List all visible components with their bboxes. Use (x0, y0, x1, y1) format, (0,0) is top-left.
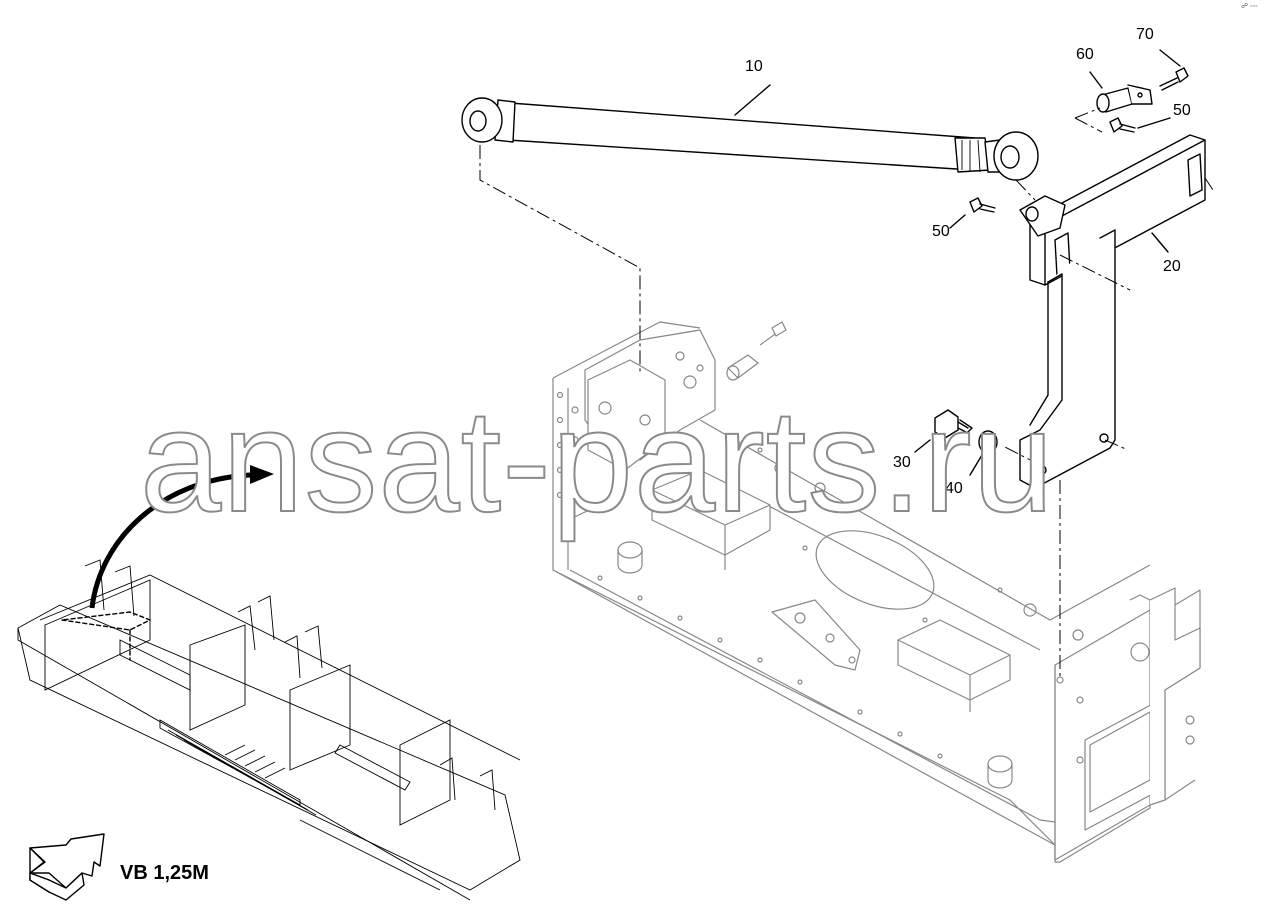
callout-70: 70 (1136, 26, 1154, 43)
corner-mark: ☍ ◦◦◦ (1241, 3, 1258, 10)
callout-60: 60 (1076, 46, 1094, 63)
washer-part-40 (969, 430, 998, 476)
screw-part-70 (1159, 49, 1189, 91)
callout-20: 20 (1163, 258, 1181, 275)
bolt-part-30 (914, 409, 973, 453)
view-label: VB 1,25M (120, 862, 209, 884)
screw-part-50-upper (1109, 117, 1171, 133)
watermark: ansat-parts.ru (139, 379, 1055, 542)
main-frame (552, 321, 1201, 863)
assembly-lines (479, 107, 1214, 680)
bracket-part-20 (1019, 134, 1206, 489)
direction-arrow-icon (29, 833, 105, 901)
hydraulic-cylinder-part-10 (461, 84, 1039, 181)
overview-machine (17, 465, 521, 901)
callout-10: 10 (745, 58, 763, 75)
callout-50-upper: 50 (1173, 102, 1191, 119)
screw-part-50-lower (949, 197, 996, 229)
pin-part-60 (1089, 71, 1153, 113)
callout-30: 30 (893, 454, 911, 471)
callout-50-lower: 50 (932, 223, 950, 240)
callout-40: 40 (945, 480, 963, 497)
